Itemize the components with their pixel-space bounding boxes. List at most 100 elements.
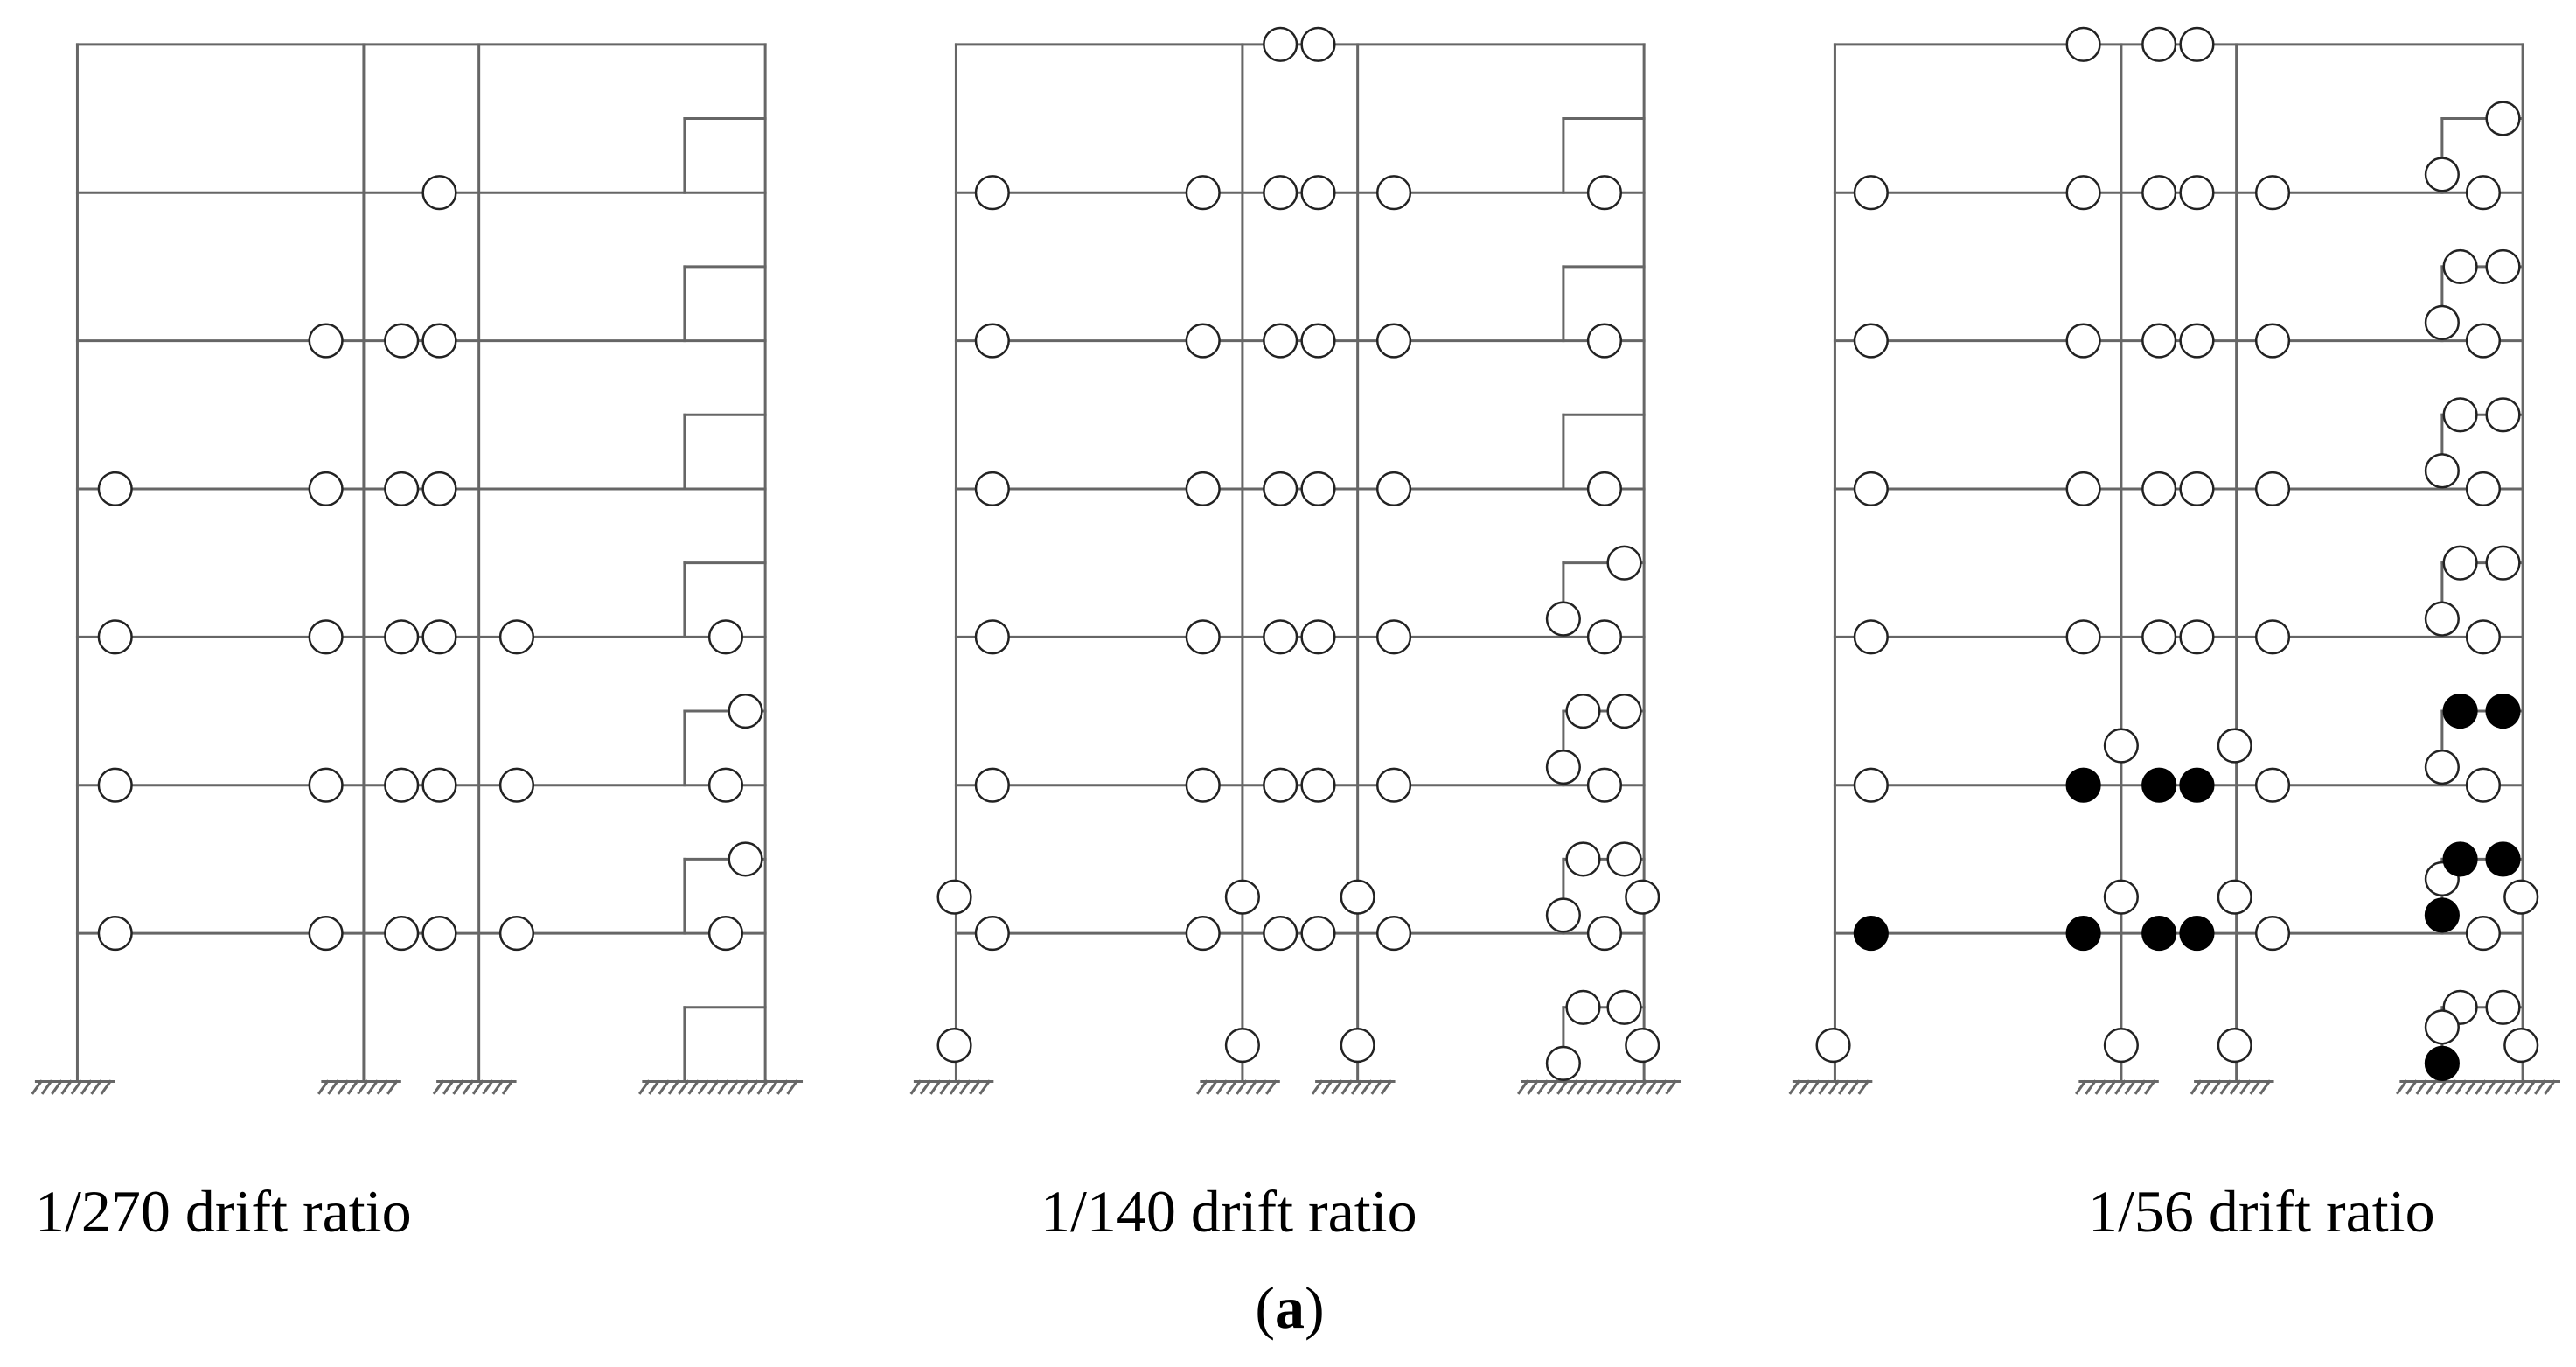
ground-hatch [2454, 1079, 2468, 1095]
yielded-hinge [2442, 841, 2478, 877]
plastic-hinge [1263, 471, 1298, 507]
ground-hatch [2484, 1079, 2497, 1095]
ground-hatch [2190, 1079, 2203, 1095]
ground-hatch [2229, 1079, 2242, 1095]
plastic-hinge [974, 323, 1010, 359]
ground-hatch [346, 1079, 359, 1095]
ground-hatch [1321, 1079, 1333, 1095]
plastic-hinge [707, 767, 744, 803]
plastic-hinge [1263, 323, 1298, 359]
plastic-hinge [2465, 767, 2502, 803]
plastic-hinge [2254, 471, 2291, 507]
plastic-hinge [2442, 397, 2478, 433]
ground-hatch [717, 1079, 729, 1095]
ground-hatch [2114, 1079, 2127, 1095]
plastic-hinge [2424, 749, 2460, 785]
plastic-hinge [2254, 767, 2291, 803]
ground-hatch [442, 1079, 455, 1095]
ground-hatch [2494, 1079, 2507, 1095]
plastic-hinge [1565, 841, 1601, 877]
ground-hatch [1370, 1079, 1383, 1095]
ground-hatch [471, 1079, 484, 1095]
plastic-hinge [2141, 26, 2177, 62]
plastic-hinge [2141, 619, 2177, 655]
ground-hatch [2534, 1079, 2546, 1095]
ground-hatch [1556, 1079, 1569, 1095]
plastic-hinge [421, 323, 457, 359]
plastic-hinge [2065, 619, 2101, 655]
plastic-hinge [1586, 767, 1623, 803]
plastic-hinge [974, 916, 1010, 952]
ground-hatch [462, 1079, 475, 1095]
plastic-hinge [2141, 175, 2177, 211]
yielded-hinge [2065, 767, 2101, 803]
plastic-hinge [1606, 545, 1642, 581]
ground-hatch [1265, 1079, 1278, 1095]
plastic-hinge [1586, 916, 1623, 952]
support-2 [317, 1079, 401, 1095]
ground-hatch [939, 1079, 952, 1095]
ground-hatch [638, 1079, 651, 1095]
ground-hatch [90, 1079, 102, 1095]
plastic-hinge [2254, 916, 2291, 952]
support-4 [1516, 1079, 1682, 1095]
plastic-hinge [1300, 323, 1336, 359]
plastic-hinge [1565, 693, 1601, 729]
yielded-hinge [2065, 916, 2101, 952]
ground-hatch [1605, 1079, 1619, 1095]
ground-hatch [2085, 1079, 2097, 1095]
ground-hatch [1536, 1079, 1549, 1095]
plastic-hinge [1565, 989, 1601, 1025]
plastic-hinge [2424, 157, 2460, 192]
yielded-hinge [2485, 841, 2521, 877]
ground-hatch [2124, 1079, 2137, 1095]
ground-hatch [667, 1079, 680, 1095]
plastic-hinge [1185, 916, 1221, 952]
ground-hatch [2249, 1079, 2262, 1095]
plastic-hinge [1606, 989, 1642, 1025]
plastic-hinge [421, 916, 457, 952]
plastic-hinge [498, 767, 535, 803]
plastic-hinge [2485, 248, 2521, 284]
ground-hatch [1361, 1079, 1373, 1095]
plastic-hinge [1815, 1028, 1851, 1064]
plastic-hinge [2442, 545, 2478, 581]
ground-hatch [2239, 1079, 2252, 1095]
ground-hatch [697, 1079, 710, 1095]
yielded-hinge [2141, 767, 2177, 803]
plastic-hinge [2065, 471, 2101, 507]
plastic-hinge [936, 1028, 972, 1064]
plastic-hinge [308, 916, 344, 952]
plastic-hinge [1263, 916, 1298, 952]
plastic-hinge [1300, 26, 1336, 62]
plastic-hinge [1606, 841, 1642, 877]
ground-hatch [317, 1079, 330, 1095]
ground-hatch [958, 1079, 971, 1095]
plastic-hinge [498, 619, 535, 655]
ground-hatch [40, 1079, 53, 1095]
ground-hatch [2514, 1079, 2527, 1095]
ground-hatch [1516, 1079, 1529, 1095]
ground-hatch [658, 1079, 671, 1095]
plastic-hinge [1586, 175, 1623, 211]
plastic-hinge [1185, 175, 1221, 211]
yielded-hinge [2141, 916, 2177, 952]
plastic-hinge [1625, 1028, 1660, 1064]
plastic-hinge [1375, 916, 1412, 952]
ground-hatch [756, 1079, 769, 1095]
ground-hatch [707, 1079, 720, 1095]
plastic-hinge [2141, 323, 2177, 359]
plastic-hinge [1545, 897, 1581, 933]
plastic-hinge [1185, 767, 1221, 803]
ground-hatch [1311, 1079, 1324, 1095]
plastic-hinge [728, 841, 763, 877]
ground-hatch [1818, 1079, 1830, 1095]
ground-hatch [1848, 1079, 1860, 1095]
panel-label: (a) [1255, 1274, 1325, 1341]
plastic-hinge [384, 471, 420, 507]
plastic-hinge [974, 619, 1010, 655]
plastic-hinge [2179, 619, 2215, 655]
plastic-hinge [2179, 175, 2215, 211]
caption-frame-2: 1/140 drift ratio [1041, 1178, 1417, 1245]
